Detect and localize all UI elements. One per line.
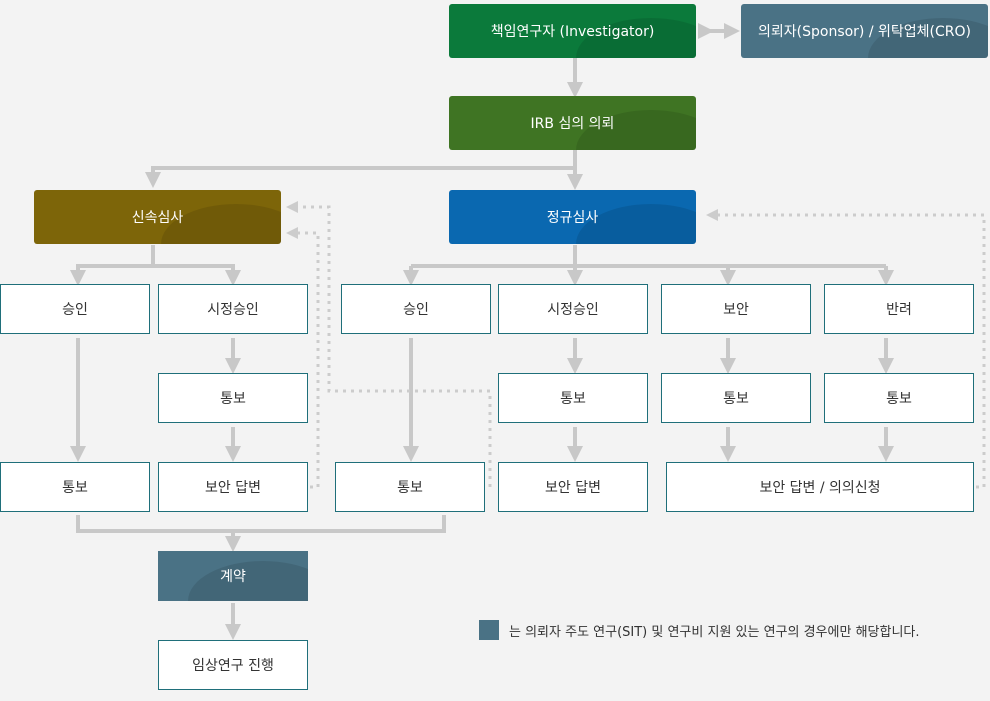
regular-reply-box: 보안 답변 (498, 462, 648, 512)
regular-conditional-notice-box: 통보 (498, 373, 648, 423)
expedited-conditional-notice-box: 통보 (158, 373, 308, 423)
regular-approval-box: 승인 (341, 284, 491, 334)
expedited-review-label: 신속심사 (131, 210, 184, 226)
regular-supplement-label: 보안 (723, 302, 749, 318)
clinical-trial-box: 임상연구 진행 (158, 640, 308, 690)
irb-request-box: IRB 심의 의뢰 (449, 96, 696, 150)
regular-conditional-box: 시정승인 (498, 284, 648, 334)
expedited-notice-label: 통보 (62, 480, 88, 496)
sponsor-label: 의뢰자(Sponsor) / 위탁업체(CRO) (758, 24, 971, 40)
legend: 는 의뢰자 주도 연구(SIT) 및 연구비 지원 있는 연구의 경우에만 해당… (479, 620, 920, 640)
expedited-conditional-notice-label: 통보 (220, 391, 246, 407)
contract-box: 계약 (158, 551, 308, 601)
investigator-box: 책임연구자 (Investigator) (449, 4, 696, 58)
regular-supplement-notice-label: 통보 (723, 391, 749, 407)
clinical-trial-label: 임상연구 진행 (192, 658, 274, 674)
investigator-label: 책임연구자 (Investigator) (490, 24, 655, 40)
regular-reply-objection-label: 보안 답변 / 의의신청 (759, 480, 881, 496)
regular-conditional-label: 시정승인 (547, 302, 599, 318)
expedited-reply-label: 보안 답변 (205, 480, 261, 496)
regular-rejection-label: 반려 (886, 302, 912, 318)
regular-review-box: 정규심사 (449, 190, 696, 244)
expedited-approval-label: 승인 (62, 302, 88, 318)
regular-review-label: 정규심사 (546, 210, 599, 226)
regular-notice-label: 통보 (397, 480, 423, 496)
contract-label: 계약 (220, 569, 246, 585)
regular-rejection-box: 반려 (824, 284, 974, 334)
expedited-conditional-box: 시정승인 (158, 284, 308, 334)
expedited-reply-box: 보안 답변 (158, 462, 308, 512)
sponsor-box: 의뢰자(Sponsor) / 위탁업체(CRO) (741, 4, 988, 58)
expedited-approval-box: 승인 (0, 284, 150, 334)
regular-reply-label: 보안 답변 (545, 480, 601, 496)
regular-rejection-notice-label: 통보 (886, 391, 912, 407)
legend-swatch (479, 620, 499, 640)
regular-notice-box: 통보 (335, 462, 485, 512)
expedited-conditional-label: 시정승인 (207, 302, 259, 318)
regular-conditional-notice-label: 통보 (560, 391, 586, 407)
expedited-notice-box: 통보 (0, 462, 150, 512)
expedited-review-box: 신속심사 (34, 190, 281, 244)
regular-rejection-notice-box: 통보 (824, 373, 974, 423)
legend-text: 는 의뢰자 주도 연구(SIT) 및 연구비 지원 있는 연구의 경우에만 해당… (509, 624, 920, 640)
irb-request-label: IRB 심의 의뢰 (530, 116, 615, 132)
regular-reply-objection-box: 보안 답변 / 의의신청 (666, 462, 974, 512)
regular-supplement-notice-box: 통보 (661, 373, 811, 423)
regular-supplement-box: 보안 (661, 284, 811, 334)
regular-approval-label: 승인 (403, 302, 429, 318)
